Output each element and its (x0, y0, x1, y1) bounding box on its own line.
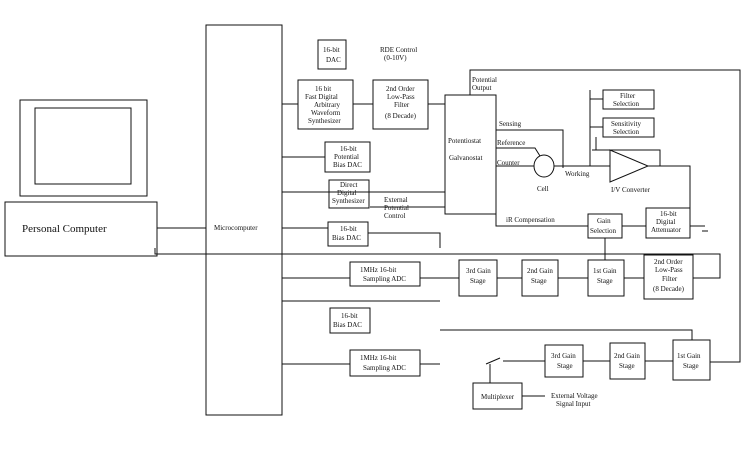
gain1b-l1: 1st Gain (677, 352, 701, 360)
microcomputer-block (205, 24, 283, 416)
adc2-l2: Sampling ADC (363, 364, 406, 372)
gain1-a-block (587, 259, 625, 297)
iv-converter-label: I/V Converter (611, 186, 651, 194)
awg-l1: 16 bit (315, 85, 331, 93)
gain3a-l1: 3rd Gain (466, 267, 491, 275)
gain2b-l1: 2nd Gain (614, 352, 640, 360)
counter-label: Counter (497, 159, 520, 167)
ext-pot-ctrl-l3: Control (384, 212, 405, 220)
gain2a-l2: Stage (531, 277, 547, 285)
personal-computer: Personal Computer (4, 99, 158, 257)
awg-block (297, 79, 354, 130)
potentiostat-l3: Galvanostat (449, 154, 482, 162)
iv-converter-amp (609, 149, 650, 183)
potentiostat-block (444, 94, 497, 215)
multiplexer-block (472, 382, 523, 410)
pbias-l3: Bias DAC (333, 161, 362, 169)
awg-l2: Fast Digital (305, 93, 338, 101)
adc1-l1: 1MHz 16-bit (360, 266, 396, 274)
dds-l1: Direct (340, 181, 358, 189)
filter-top-l2: Low-Pass (387, 93, 415, 101)
adc-2-block (349, 349, 421, 377)
gain1b-l2: Stage (683, 362, 699, 370)
dds-l3: Synthesizer (332, 197, 365, 205)
filter-mid-l2: Low-Pass (655, 266, 683, 274)
gain3b-l2: Stage (557, 362, 573, 370)
monitor-screen (34, 107, 132, 185)
gain-sel-l1: Gain (597, 217, 611, 225)
dds-block (328, 179, 370, 209)
bias-dac-2-l2: Bias DAC (333, 321, 362, 329)
ext-pot-ctrl-l2: Potential (384, 204, 409, 212)
reference-label: Reference (497, 139, 525, 147)
bias-dac-2-block (329, 307, 371, 334)
filter-top-l1: 2nd Order (386, 85, 415, 93)
filter-sel-l2: Selection (613, 100, 640, 108)
bias-dac-2-l1: 16-bit (341, 312, 358, 320)
dac16-top-block (317, 39, 347, 70)
filter-mid-l4: (8 Decade) (653, 285, 685, 293)
sens-sel-l1: Sensitivity (611, 120, 641, 128)
filter-mid-l1: 2nd Order (654, 258, 683, 266)
bias-dac-1-l2: Bias DAC (332, 234, 361, 242)
personal-computer-label: Personal Computer (22, 223, 107, 235)
cell-label: Cell (537, 185, 549, 193)
potential-output-l2: Output (472, 84, 492, 92)
working-label: Working (565, 170, 590, 178)
gain1-b-block (672, 339, 711, 381)
sensing-label: Sensing (499, 120, 522, 128)
microcomputer-label: Microcomputer (214, 224, 258, 232)
multiplexer-label: Multiplexer (481, 393, 515, 401)
dds-l2: Digital (337, 189, 356, 197)
rde-control-l2: (0-10V) (384, 54, 407, 62)
awg-l5: Synthesizer (308, 117, 341, 125)
gain1a-l2: Stage (597, 277, 613, 285)
bias-dac-1-block (327, 221, 369, 247)
gain3-b-block (544, 344, 584, 378)
sens-sel-l2: Selection (613, 128, 640, 136)
filter-sel-l1: Filter (620, 92, 636, 100)
gain1a-l1: 1st Gain (593, 267, 617, 275)
gain3a-l2: Stage (470, 277, 486, 285)
gain-sel-l2: Selection (590, 227, 617, 235)
adc-1-block (349, 261, 421, 287)
ir-comp-label: iR Compensation (506, 216, 555, 224)
atten-l1: 16-bit (660, 210, 677, 218)
awg-l3: Arbitrary (314, 101, 341, 109)
computer-base (4, 201, 158, 257)
potential-output-l1: Potential (472, 76, 497, 84)
dac16-top-l1: 16-bit (323, 46, 340, 54)
pbias-l1: 16-bit (340, 145, 357, 153)
atten-l2: Digital (656, 218, 675, 226)
ext-voltage-l1: External Voltage (551, 392, 598, 400)
adc1-l2: Sampling ADC (363, 275, 406, 283)
gain2a-l1: 2nd Gain (527, 267, 553, 275)
awg-l4: Waveform (311, 109, 341, 117)
dac16-top-l2: DAC (326, 56, 341, 64)
filter-top-l4: (8 Decade) (385, 112, 417, 120)
rde-control-l1: RDE Control (380, 46, 417, 54)
gain2-b-block (609, 342, 646, 380)
filter-top-l3: Filter (394, 101, 410, 109)
potential-bias-dac-block (324, 141, 371, 173)
pbias-l2: Potential (334, 153, 359, 161)
gain3b-l1: 3rd Gain (551, 352, 576, 360)
connections (154, 69, 741, 397)
gain2b-l2: Stage (619, 362, 635, 370)
digital-attenuator-block (645, 207, 691, 239)
ext-pot-ctrl-l1: External (384, 196, 408, 204)
bias-dac-1-l1: 16-bit (340, 225, 357, 233)
filter-mid-l3: Filter (662, 275, 678, 283)
atten-l3: Attenuator (651, 226, 682, 234)
gain2-a-block (521, 259, 559, 297)
potentiostat-l1: Potentiostat (448, 137, 481, 145)
adc2-l1: 1MHz 16-bit (360, 354, 396, 362)
ext-voltage-l2: Signal Input (556, 400, 590, 408)
filter-mid-block (643, 254, 694, 300)
